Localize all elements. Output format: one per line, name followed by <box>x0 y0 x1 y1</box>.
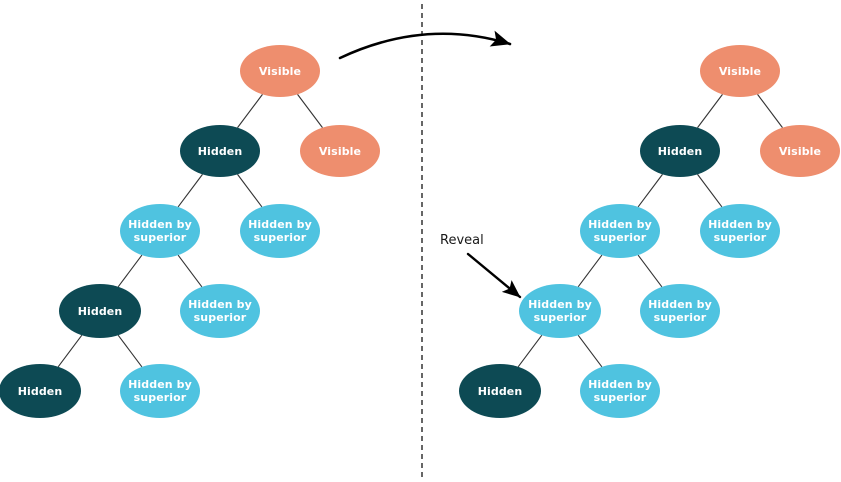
tree-node-visible[interactable] <box>240 45 320 97</box>
tree-edge <box>297 94 323 128</box>
tree-edge <box>577 254 603 288</box>
tree-node-visible[interactable] <box>700 45 780 97</box>
tree-edge <box>637 174 663 208</box>
tree-node-hidden-by-superior[interactable] <box>240 204 320 258</box>
tree-node-visible[interactable] <box>760 125 840 177</box>
tree-node-hidden-by-superior[interactable] <box>519 284 601 338</box>
edge-group-left <box>57 94 323 368</box>
transform-arrow <box>338 30 512 60</box>
tree-edge <box>117 334 143 368</box>
tree-node-hidden-by-superior[interactable] <box>120 364 200 418</box>
node-group-right <box>459 45 840 418</box>
edge-group-right <box>517 94 783 368</box>
tree-node-hidden-by-superior[interactable] <box>640 284 720 338</box>
tree-edge <box>757 94 783 128</box>
tree-edge <box>237 174 263 208</box>
tree-node-visible[interactable] <box>300 125 380 177</box>
tree-node-hidden-by-superior[interactable] <box>700 204 780 258</box>
tree-edge <box>577 334 603 368</box>
tree-edge <box>517 334 543 368</box>
tree-edge <box>637 254 663 288</box>
tree-node-hidden[interactable] <box>180 125 260 177</box>
tree-edge <box>117 254 143 288</box>
tree-edge <box>177 254 203 288</box>
tree-node-hidden-by-superior[interactable] <box>180 284 260 338</box>
reveal-arrow <box>466 252 522 299</box>
tree-edge <box>697 174 723 208</box>
tree-edge <box>697 94 723 128</box>
reveal-annotation-label: Reveal <box>440 233 484 248</box>
tree-node-hidden-by-superior[interactable] <box>120 204 200 258</box>
tree-node-hidden[interactable] <box>0 364 81 418</box>
node-group-left <box>0 45 380 418</box>
tree-node-hidden-by-superior[interactable] <box>580 364 660 418</box>
tree-node-hidden-by-superior[interactable] <box>580 204 660 258</box>
tree-edge <box>237 94 263 128</box>
tree-node-hidden[interactable] <box>640 125 720 177</box>
tree-node-hidden[interactable] <box>459 364 541 418</box>
tree-node-hidden[interactable] <box>59 284 141 338</box>
tree-edge <box>57 334 83 368</box>
tree-edge <box>177 174 203 208</box>
